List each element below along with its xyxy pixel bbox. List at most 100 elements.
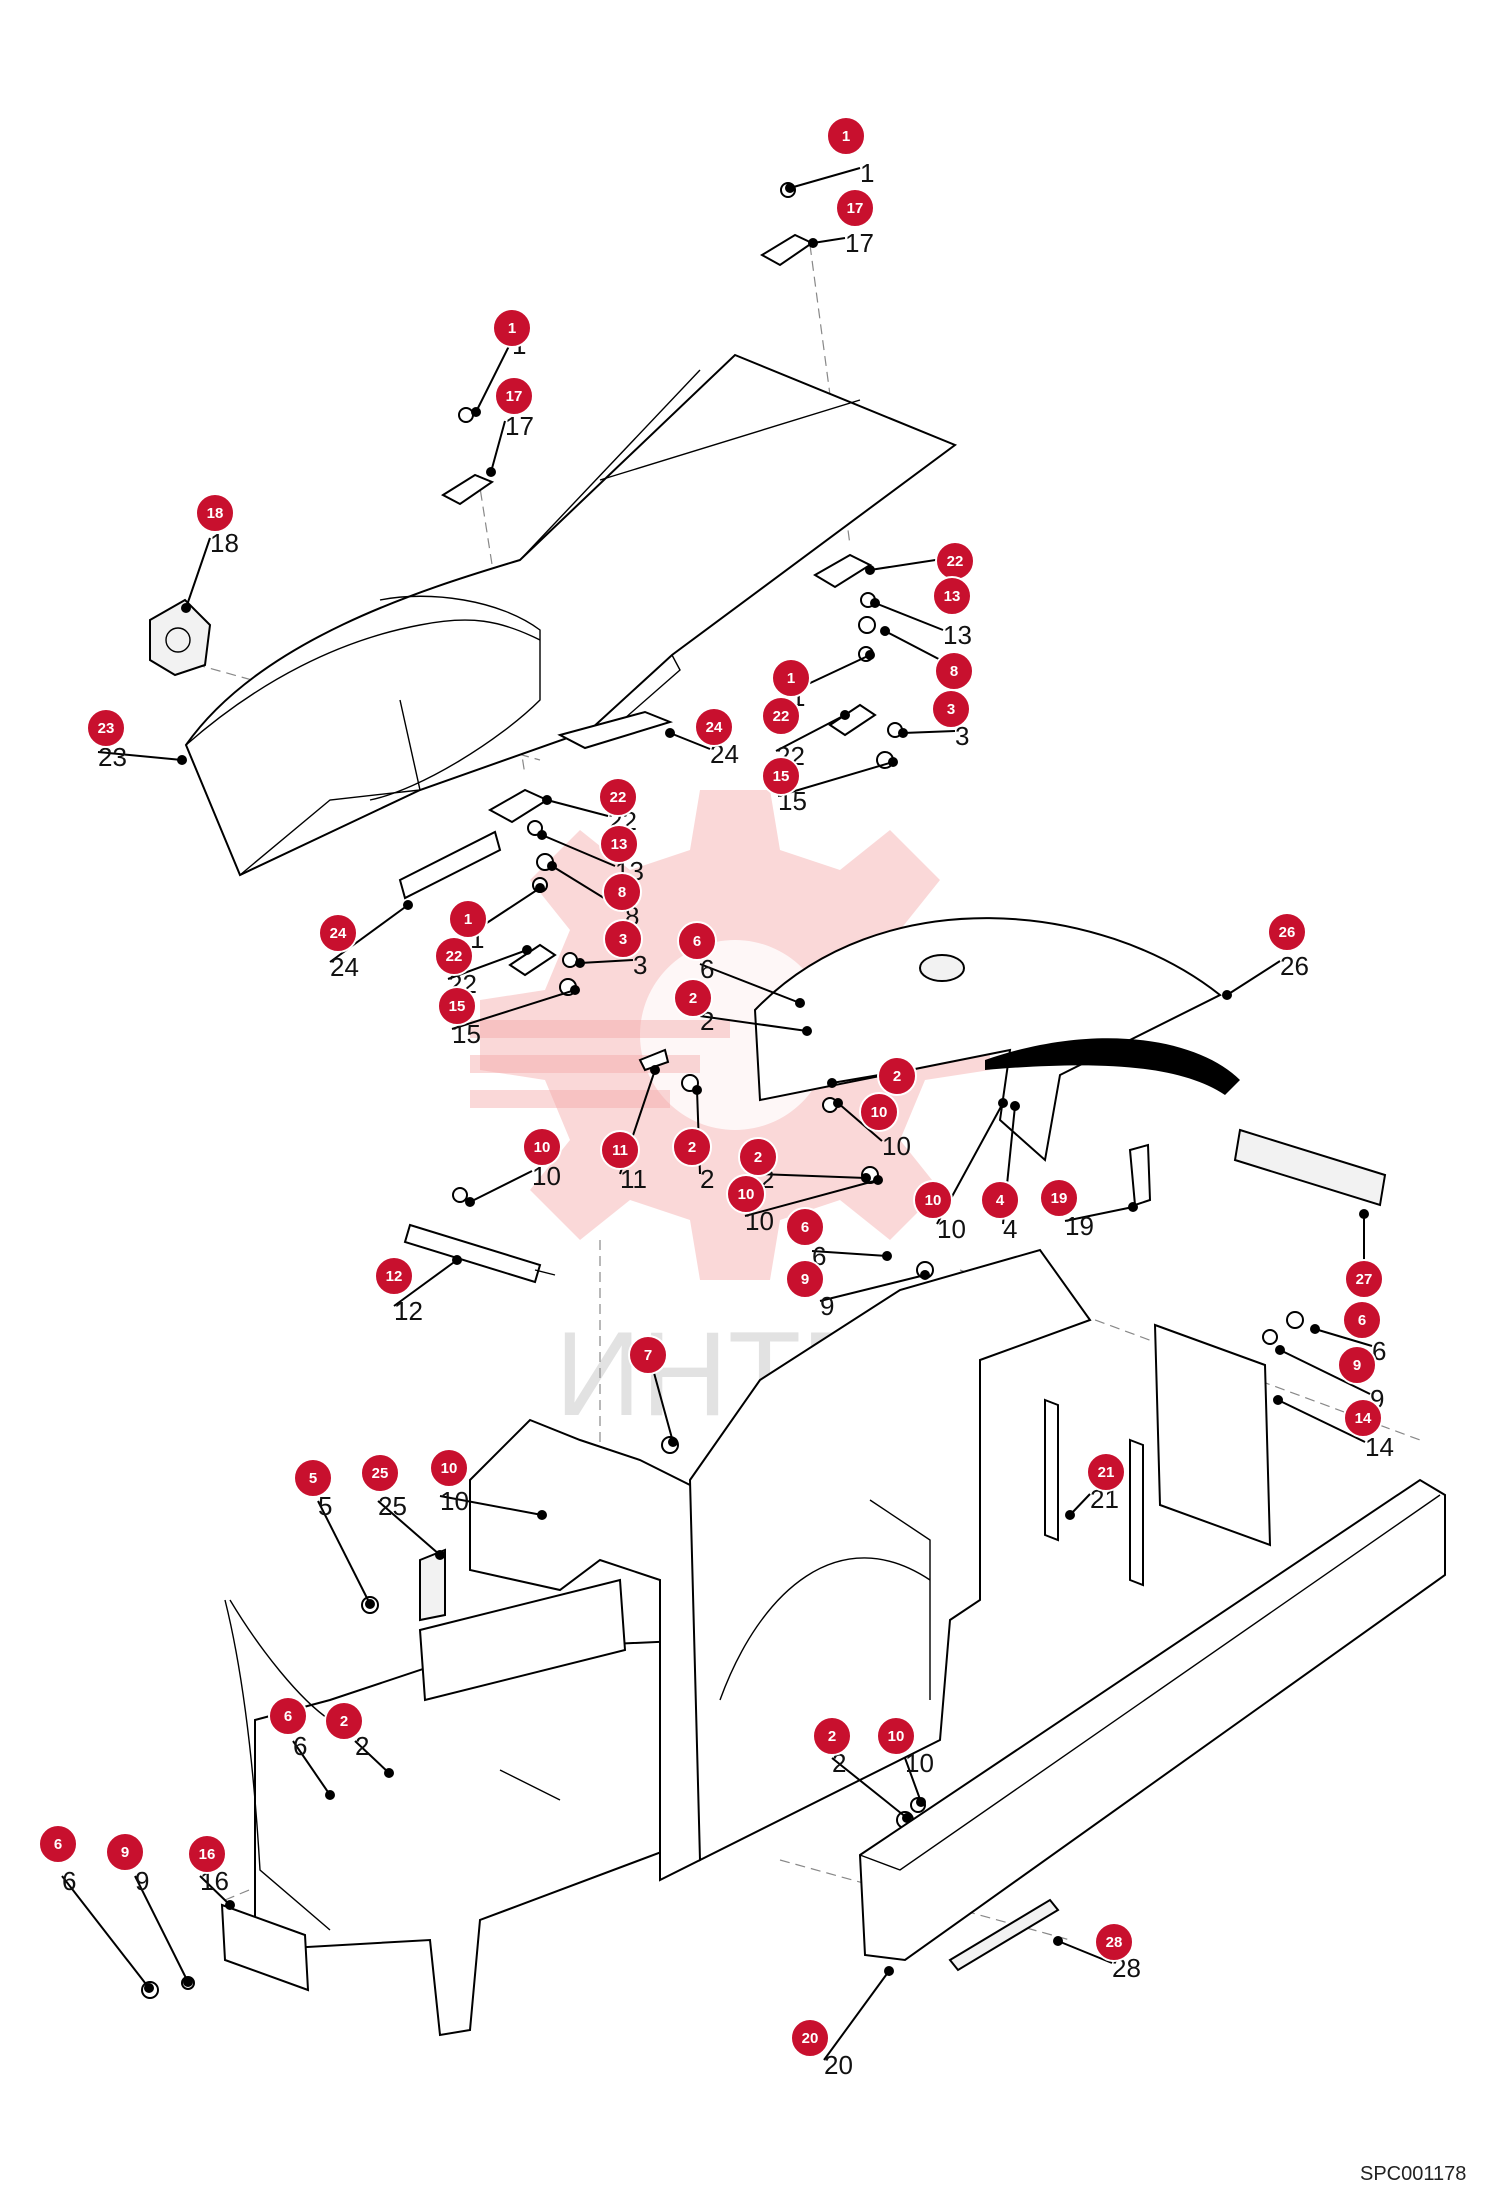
leader-line xyxy=(541,834,616,867)
leader-dot xyxy=(183,1977,193,1987)
chassis-frame-part xyxy=(224,1248,1092,2037)
callout-badge: 2 xyxy=(673,978,713,1018)
callout-badge: 27 xyxy=(1344,1259,1384,1299)
callout-number: 6 xyxy=(801,1219,809,1236)
leader-dot xyxy=(795,998,805,1008)
callout-4: 44 xyxy=(980,1101,1020,1244)
callout-number: 18 xyxy=(207,505,224,522)
leader-line xyxy=(837,1102,883,1142)
callout-badge: 10 xyxy=(859,1092,899,1132)
part-number-label: 1 xyxy=(860,158,874,188)
callout-27: 27 xyxy=(1344,1209,1384,1299)
leader-dot xyxy=(486,467,496,477)
callout-number: 1 xyxy=(787,670,795,687)
callout-badge: 24 xyxy=(318,913,358,953)
leader-line xyxy=(439,1495,543,1516)
leader-line xyxy=(377,1500,441,1556)
part-number-label: 10 xyxy=(882,1131,911,1161)
callout-badge: 21 xyxy=(1086,1452,1126,1492)
callout-1: 11 xyxy=(448,883,545,954)
leader-line xyxy=(393,1259,458,1307)
part-number-label: 6 xyxy=(700,954,714,984)
callout-1: 11 xyxy=(771,650,875,712)
callout-number: 3 xyxy=(947,701,955,718)
callout-number: 11 xyxy=(612,1142,628,1159)
part-number-label: 2 xyxy=(700,1164,714,1194)
callout-badge: 22 xyxy=(935,541,975,581)
callout-number: 8 xyxy=(950,663,958,680)
callout-badge: 7 xyxy=(628,1335,668,1375)
callout-number: 13 xyxy=(611,836,628,853)
part-number-label: 6 xyxy=(62,1866,76,1896)
leader-dot xyxy=(1359,1209,1369,1219)
callout-badge: 16 xyxy=(187,1834,227,1874)
callout-number: 22 xyxy=(446,948,463,965)
callout-badge: 3 xyxy=(931,689,971,729)
leader-dot xyxy=(884,1966,894,1976)
callout-number: 19 xyxy=(1051,1190,1068,1207)
callout-badge: 10 xyxy=(522,1127,562,1167)
part-number-label: 19 xyxy=(1065,1211,1094,1241)
callout-8: 8 xyxy=(880,626,974,691)
callout-badge: 24 xyxy=(694,707,734,747)
callout-number: 10 xyxy=(925,1192,942,1209)
callout-number: 27 xyxy=(1356,1271,1373,1288)
leader-dot xyxy=(1310,1324,1320,1334)
leader-line xyxy=(1314,1328,1373,1347)
callout-number: 28 xyxy=(1106,1934,1123,1951)
part-number-label: 20 xyxy=(824,2050,853,2080)
callout-number: 10 xyxy=(441,1460,458,1477)
leader-line xyxy=(61,1875,150,1989)
leader-line xyxy=(831,1757,908,1819)
part-number-label: 17 xyxy=(505,411,534,441)
callout-number: 16 xyxy=(199,1846,216,1863)
callout-5: 55 xyxy=(293,1458,375,1609)
callout-badge: 14 xyxy=(1343,1398,1383,1438)
leader-line xyxy=(1226,960,1281,996)
callout-number: 22 xyxy=(947,553,964,570)
callout-badge: 20 xyxy=(790,2018,830,2058)
callout-number: 20 xyxy=(802,2030,819,2047)
leader-dot xyxy=(225,1900,235,1910)
leader-line xyxy=(775,714,846,752)
leader-dot xyxy=(865,650,875,660)
callout-number: 2 xyxy=(754,1149,762,1166)
leader-dot xyxy=(465,1197,475,1207)
part-number-label: 10 xyxy=(440,1486,469,1516)
leader-line xyxy=(1064,1206,1134,1222)
callout-number: 6 xyxy=(693,933,701,950)
callout-7: 7 xyxy=(628,1335,678,1447)
callout-number: 6 xyxy=(284,1708,292,1725)
leader-dot xyxy=(802,1026,812,1036)
callout-number: 24 xyxy=(330,925,347,942)
leader-dot xyxy=(384,1768,394,1778)
callout-badge: 3 xyxy=(603,919,643,959)
callout-number: 13 xyxy=(944,588,961,605)
leader-dot xyxy=(471,407,481,417)
leader-dot xyxy=(570,985,580,995)
leader-dot xyxy=(365,1599,375,1609)
leader-line xyxy=(329,904,409,963)
part-number-label: 26 xyxy=(1280,951,1309,981)
leader-dot xyxy=(902,1813,912,1823)
callout-number: 15 xyxy=(449,998,466,1015)
callout-number: 22 xyxy=(773,708,790,725)
callout-badge: 12 xyxy=(374,1256,414,1296)
callout-number: 25 xyxy=(372,1465,389,1482)
callout-badge: 8 xyxy=(602,872,642,912)
callout-badge: 8 xyxy=(934,651,974,691)
callout-number: 4 xyxy=(996,1192,1005,1209)
part-number-label: 5 xyxy=(318,1491,332,1521)
callout-number: 3 xyxy=(619,931,627,948)
callout-number: 9 xyxy=(121,1844,129,1861)
callout-1: 11 xyxy=(471,308,532,417)
leader-dot xyxy=(537,830,547,840)
callout-2: 22 xyxy=(324,1701,394,1778)
callout-badge: 1 xyxy=(826,116,866,156)
callout-9: 99 xyxy=(1275,1345,1384,1414)
